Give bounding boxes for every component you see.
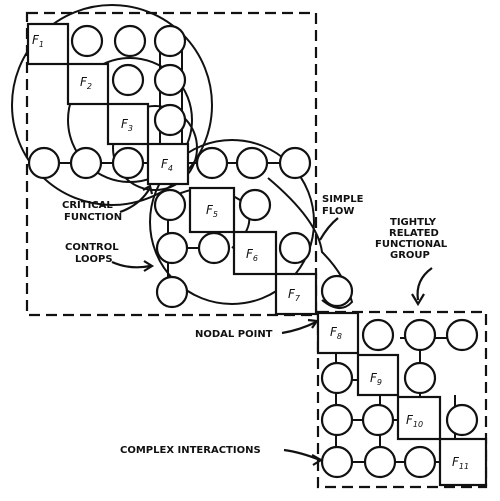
function-box-f8: [316, 311, 360, 355]
node: [113, 24, 147, 58]
node: [361, 318, 395, 352]
node: [238, 188, 272, 222]
function-box-f2: [66, 62, 110, 106]
function-label-f10: F10: [406, 413, 423, 429]
function-box-f1: [26, 22, 70, 66]
critical-function-arrow: [119, 187, 151, 214]
function-label-f6: F6: [246, 247, 258, 263]
node: [153, 188, 187, 222]
function-label-f1: F1: [32, 33, 44, 49]
node: [278, 231, 312, 265]
function-labels: F1 F2 F3 F4 F5 F6 F7 F8 F9 F10 F11: [32, 33, 469, 471]
control-loops-label: CONTROL LOOPS: [65, 242, 122, 265]
complex-interactions-arrowhead: [311, 454, 324, 466]
node: [278, 146, 312, 180]
function-box-f3: [106, 102, 150, 146]
function-label-f3: F3: [121, 117, 133, 133]
nodal-point-label: NODAL POINT: [195, 329, 273, 340]
node: [361, 403, 395, 437]
node: [153, 103, 187, 137]
function-box-f9: [356, 353, 400, 397]
control-loops-arrowhead: [143, 260, 155, 272]
node: [363, 445, 397, 479]
simple-flow-label: SIMPLE FLOW: [322, 194, 367, 217]
node: [27, 146, 61, 180]
nodal-point-arrow: [281, 321, 317, 335]
group-boundary-upper: [25, 11, 318, 317]
node: [445, 318, 479, 352]
node: [403, 361, 437, 395]
annotations: CRITICAL FUNCTION SIMPLE FLOW TIGHTLY RE…: [62, 184, 451, 466]
node: [153, 24, 187, 58]
node: [403, 445, 437, 479]
nodes: [27, 24, 479, 479]
node: [235, 146, 269, 180]
node: [320, 403, 354, 437]
control-loop-middle: [149, 139, 315, 305]
critical-function-label: CRITICAL FUNCTION: [62, 200, 122, 223]
node: [403, 318, 437, 352]
node: [445, 403, 479, 437]
function-box-f7: [274, 272, 318, 316]
function-label-f8: F8: [330, 325, 342, 341]
function-box-f11: [438, 437, 488, 487]
control-loops-arrow: [111, 260, 151, 269]
group-boundary-lower: [316, 310, 488, 489]
node: [153, 63, 187, 97]
simple-flow-arrow: [319, 217, 339, 241]
node: [69, 146, 103, 180]
function-box-f10: [396, 395, 442, 441]
simple-flow-loop: [267, 177, 354, 309]
complex-interactions-label: COMPLEX INTERACTIONS: [120, 445, 261, 456]
tightly-related-arrow: [416, 267, 433, 301]
node: [197, 231, 231, 265]
critical-function-arrowhead: [142, 184, 154, 195]
tightly-related-arrowhead: [411, 293, 425, 307]
node: [320, 274, 354, 308]
function-label-f9: F9: [370, 371, 382, 387]
function-box-f6: [232, 230, 278, 276]
function-label-f2: F2: [80, 75, 92, 91]
function-label-f7: F7: [288, 287, 301, 303]
function-box-f4: [146, 142, 190, 186]
function-label-f4: F4: [161, 157, 173, 173]
node: [320, 361, 354, 395]
function-boxes: [26, 22, 488, 487]
node: [155, 231, 189, 265]
node: [320, 445, 354, 479]
nodal-point-arrowhead: [307, 318, 319, 329]
node: [111, 63, 145, 97]
tightly-related-functional-group-label: TIGHTLY RELATED FUNCTIONAL GROUP: [375, 217, 451, 261]
control-loop-large: [11, 4, 213, 206]
node: [70, 24, 104, 58]
function-label-f5: F5: [206, 203, 218, 219]
node: [195, 146, 229, 180]
function-label-f11: F11: [452, 455, 469, 471]
node: [155, 275, 189, 309]
node: [111, 146, 145, 180]
complex-interactions-arrow: [283, 448, 321, 462]
function-box-f5: [188, 186, 236, 234]
